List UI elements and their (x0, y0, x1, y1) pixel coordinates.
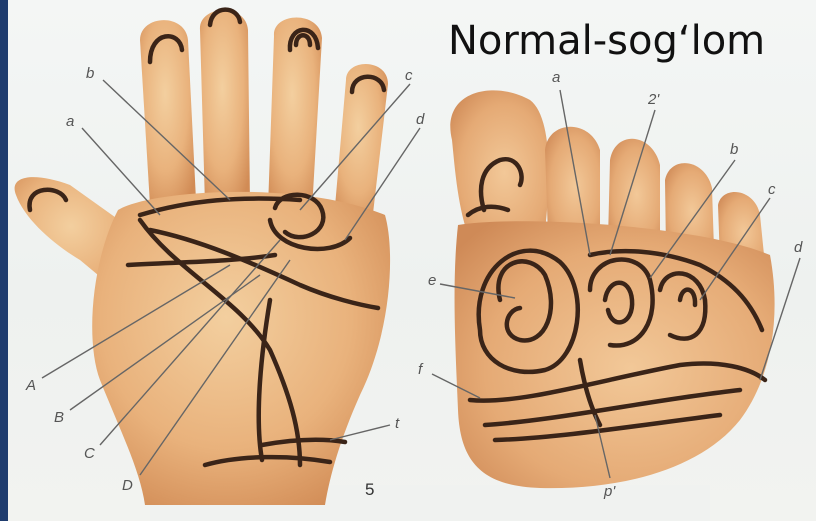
hand-label-B: B (54, 409, 64, 426)
big-toe (450, 90, 548, 240)
hand-label-C: C (84, 445, 95, 462)
third-toe (608, 139, 660, 240)
foot-label-b: b (730, 141, 738, 158)
little-finger (334, 64, 388, 222)
foot-label-f: f (418, 361, 424, 378)
hand-label-d: d (416, 111, 425, 128)
middle-finger (200, 10, 250, 205)
foot-label-c: c (768, 181, 776, 198)
hand-label-c: c (405, 67, 413, 84)
hand-drawing: b a c d A B C D t (15, 10, 425, 505)
hand-label-D: D (122, 477, 133, 494)
second-toe (545, 127, 600, 235)
hand-label-A: A (25, 377, 36, 394)
foot-drawing: a 2' b c d e f p' (418, 69, 803, 500)
foot-label-d: d (794, 239, 803, 256)
foot-label-2: 2' (647, 91, 660, 108)
foot-label-p: p' (603, 483, 616, 500)
slide-title: Normal-sogʻlom (448, 18, 765, 64)
index-finger (140, 20, 196, 205)
hand-label-a: a (66, 113, 74, 130)
hand-label-t: t (395, 415, 400, 432)
hand-label-b: b (86, 65, 94, 82)
foot-label-e: e (428, 272, 436, 289)
foot-label-a: a (552, 69, 560, 86)
figure-number: 5 (365, 480, 374, 499)
